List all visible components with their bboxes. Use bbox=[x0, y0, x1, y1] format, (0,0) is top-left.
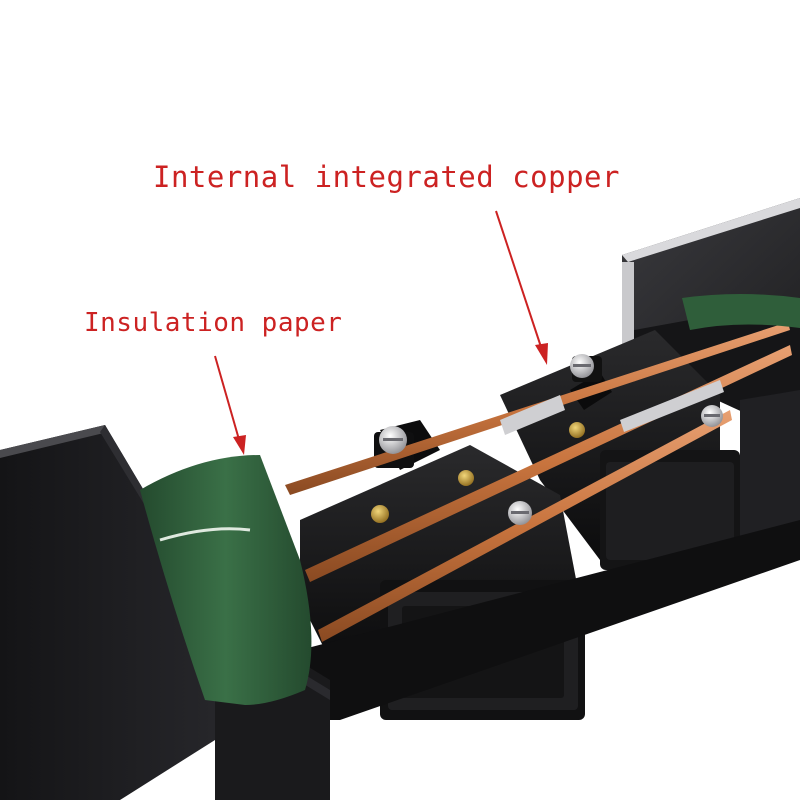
screw-icon bbox=[701, 405, 723, 427]
arrow-icon bbox=[495, 210, 548, 365]
arrow-icon bbox=[214, 355, 246, 455]
base-rail bbox=[300, 520, 800, 720]
annotation-arrows bbox=[214, 210, 548, 455]
copper-busbars bbox=[285, 322, 792, 642]
insulation-tape bbox=[140, 294, 800, 705]
copper-bar-bottom bbox=[318, 410, 732, 642]
screws bbox=[371, 354, 723, 525]
copper-label: Internal integrated copper bbox=[153, 160, 620, 194]
screw-icon bbox=[379, 426, 407, 454]
screw-icon bbox=[570, 354, 594, 378]
screw-icon bbox=[508, 501, 532, 525]
insulation-label: Insulation paper bbox=[84, 308, 343, 338]
